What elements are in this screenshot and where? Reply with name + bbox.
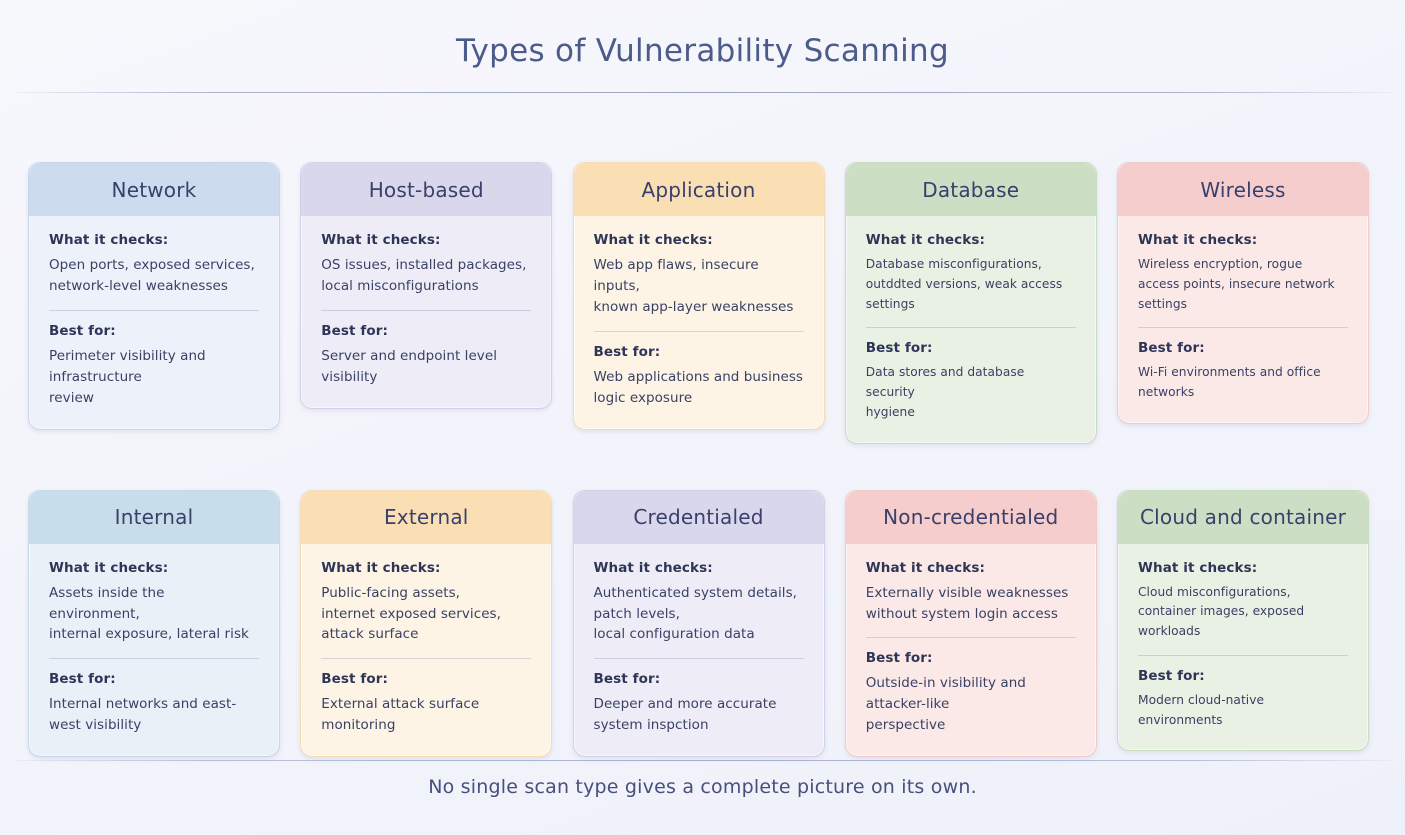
header-divider (14, 92, 1391, 93)
best-for-value: Deeper and more accurate system inspctio… (593, 696, 777, 734)
best-for-value: Wi-Fi environments and office networks (1138, 365, 1321, 400)
checks-value: Assets inside the environment, internal … (49, 584, 249, 643)
card-divider (49, 658, 259, 660)
card-body: What it checks: Database misconfiguration… (846, 216, 1096, 443)
best-for-label: Best for: (321, 671, 388, 688)
card-divider (593, 330, 804, 332)
checks-label: What it checks: (321, 232, 441, 248)
card-title: Wireless (1118, 163, 1368, 216)
best-for-value: Internal networks and east-west visibili… (49, 696, 237, 734)
page-title: Types of Vulnerability Scanning (456, 33, 949, 69)
card-divider (321, 658, 532, 660)
checks-value: Web app flaws, insecure inputs, known ap… (593, 257, 794, 315)
card-title: Internal (29, 490, 279, 544)
card-divider (1138, 327, 1348, 329)
card-title: Cloud and container (1118, 490, 1368, 544)
card-divider (49, 309, 259, 311)
card-body: What it checks: OS issues, installed pack… (301, 216, 551, 408)
card-body: What it checks: Wireless encryption, rogu… (1118, 216, 1368, 423)
card-divider (321, 309, 532, 311)
card-body: What it checks: Authenticated system deta… (574, 544, 824, 757)
best-for-value: Web applications and business logic expo… (593, 368, 803, 406)
card-divider (593, 658, 804, 660)
checks-label: What it checks: (865, 232, 985, 248)
best-for-label: Best for: (593, 343, 661, 360)
checks-value: Externally visible weaknesses without sy… (865, 584, 1069, 622)
card-title: Database (845, 163, 1096, 216)
best-for-label: Best for: (49, 322, 116, 339)
card-divider (1138, 654, 1348, 656)
best-for-label: Best for: (1138, 667, 1205, 684)
card-title: Credentialed (573, 490, 824, 544)
best-for-label: Best for: (593, 671, 661, 688)
best-for-value: External attack surface monitoring (321, 696, 480, 734)
checks-label: What it checks: (49, 559, 169, 576)
best-for-label: Best for: (865, 340, 933, 357)
checks-value: Public-facing assets, internet exposed s… (321, 584, 501, 643)
best-for-label: Best for: (865, 650, 933, 667)
footer-divider (14, 760, 1391, 761)
card-title: External (301, 490, 552, 544)
card-body: What it checks: Cloud misconfigurations, … (1118, 544, 1368, 751)
card-title: Network (29, 163, 279, 216)
card-title: Application (573, 163, 824, 216)
card-divider (865, 327, 1076, 329)
checks-label: What it checks: (593, 232, 713, 248)
card-body: What it checks: Assets inside the environ… (29, 544, 279, 757)
checks-value: Open ports, exposed services, network-le… (49, 257, 255, 294)
checks-value: OS issues, installed packages, local mis… (321, 257, 527, 294)
best-for-label: Best for: (321, 322, 388, 339)
checks-label: What it checks: (1138, 559, 1258, 576)
checks-label: What it checks: (865, 559, 985, 576)
checks-label: What it checks: (593, 559, 713, 576)
checks-value: Database misconfigurations, outddted ver… (865, 257, 1063, 311)
checks-label: What it checks: (1138, 232, 1258, 248)
card-title: Non-credentialed (845, 490, 1096, 544)
card-body: What it checks: Open ports, exposed servi… (29, 216, 279, 429)
best-for-value: Server and endpoint level visibility (321, 347, 498, 385)
best-for-value: Outside-in visibility and attacker-like … (865, 675, 1026, 734)
checks-value: Cloud misconfigurations, container image… (1138, 584, 1305, 639)
best-for-label: Best for: (49, 671, 116, 688)
best-for-value: Modern cloud-native environments (1138, 692, 1265, 727)
card-body: What it checks: Web app flaws, insecure i… (574, 216, 824, 429)
checks-label: What it checks: (49, 232, 169, 248)
card-divider (865, 637, 1076, 639)
footer-note: No single scan type gives a complete pic… (428, 776, 977, 798)
checks-value: Wireless encryption, rogue access points… (1138, 257, 1335, 311)
card-title: Host-based (301, 163, 552, 216)
checks-value: Authenticated system details, patch leve… (593, 584, 798, 643)
best-for-value: Data stores and database security hygien… (865, 365, 1025, 419)
best-for-label: Best for: (1138, 340, 1205, 357)
checks-label: What it checks: (321, 559, 441, 576)
card-body: What it checks: Public-facing assets, int… (301, 544, 551, 757)
best-for-value: Perimeter visibility and infrastructure … (49, 347, 206, 406)
card-body: What it checks: Externally visible weakne… (846, 544, 1096, 757)
